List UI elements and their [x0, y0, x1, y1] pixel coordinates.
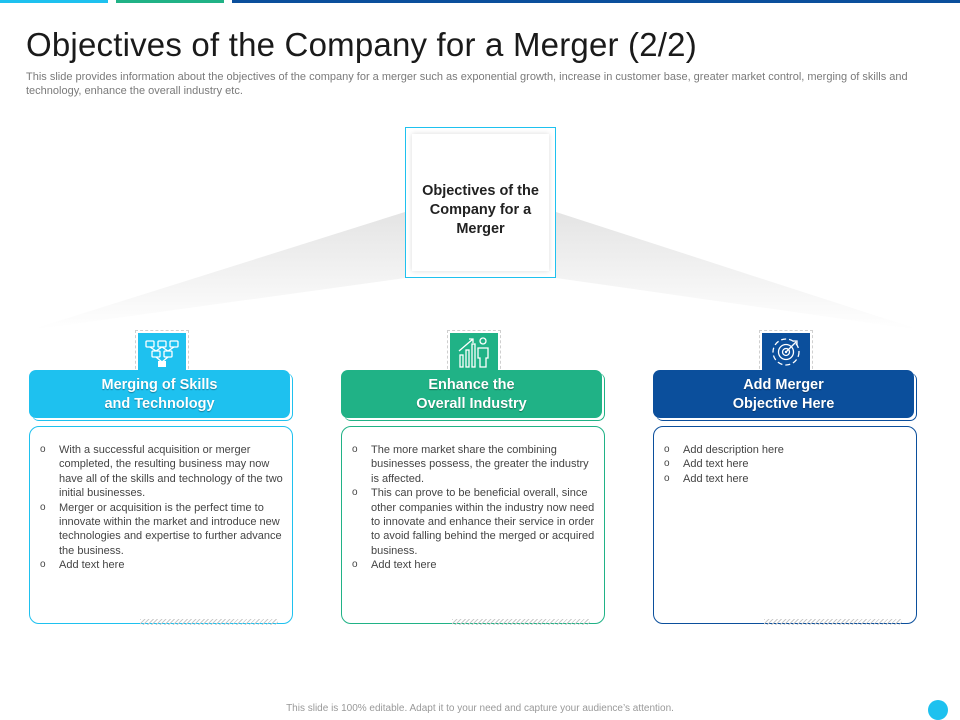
network-nodes-icon: [145, 340, 179, 367]
target-cycle-icon: [772, 338, 800, 366]
slide-subtitle: This slide provides information about th…: [26, 71, 908, 97]
bullet-item: Add text here: [664, 457, 908, 472]
objective-column-industry: Enhance the Overall Industry The more ma…: [341, 330, 606, 630]
bullet-item: Merger or acquisition is the perfect tim…: [40, 501, 284, 559]
objective-description-card: With a successful acquisition or merger …: [29, 426, 293, 625]
bullet-item: The more market share the combining busi…: [352, 443, 596, 486]
icon-frame: [135, 330, 189, 374]
bullet-item: This can prove to be beneficial overall,…: [352, 486, 596, 558]
slide-title: Objectives of the Company for a Merger (…: [26, 26, 697, 63]
slide-footer: This slide is 100% editable. Adapt it to…: [286, 703, 674, 714]
top-accent-cyan: [0, 0, 108, 3]
bullet-item: Add description here: [664, 443, 908, 458]
objective-description-card: The more market share the combining busi…: [341, 426, 605, 625]
center-objective-label: Objectives of the Company for a Merger: [422, 183, 539, 237]
objective-column-custom: Add Merger Objective Here Add descriptio…: [653, 330, 918, 630]
icon-frame: [447, 330, 501, 374]
top-accent-navy: [232, 0, 960, 3]
objective-description-card: Add description here Add text here Add t…: [653, 426, 917, 625]
bullet-item: Add text here: [352, 558, 596, 573]
objective-column-skills: Merging of Skills and Technology With a …: [29, 330, 294, 630]
objective-heading: Add Merger Objective Here: [653, 370, 914, 418]
objective-heading: Merging of Skills and Technology: [29, 370, 290, 418]
bullet-item: With a successful acquisition or merger …: [40, 443, 284, 501]
top-accent-green: [116, 0, 224, 3]
corner-dot: [928, 700, 948, 720]
objective-heading: Enhance the Overall Industry: [341, 370, 602, 418]
bullet-item: Add text here: [40, 558, 284, 573]
growth-bars-person-icon: [458, 337, 489, 368]
center-objective-box: Objectives of the Company for a Merger: [405, 127, 556, 278]
bullet-item: Add text here: [664, 472, 908, 487]
icon-frame: [759, 330, 813, 374]
